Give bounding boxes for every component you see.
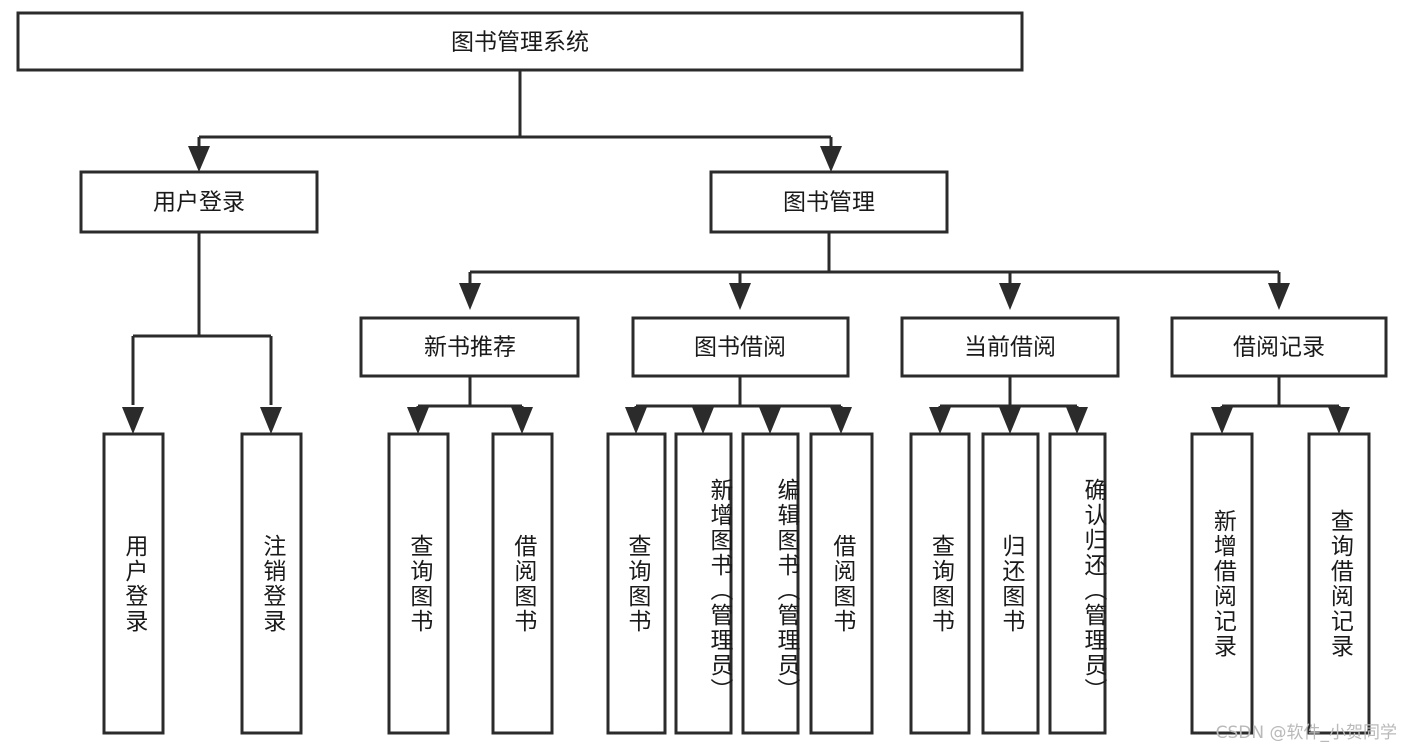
- node-root[interactable]: 图书管理系统: [16, 11, 1024, 72]
- leaf-rect: [1048, 432, 1107, 735]
- node-user-login[interactable]: 用户登录: [79, 170, 319, 234]
- connector-bookmanage-to-level2: [459, 232, 1290, 310]
- node-book-borrow-label: 图书借阅: [694, 335, 786, 361]
- leaf-rects-borrow-record: [1190, 432, 1371, 735]
- leaf-rect: [102, 432, 165, 735]
- node-book-borrow[interactable]: 图书借阅: [631, 316, 850, 378]
- node-current-borrow[interactable]: 当前借阅: [900, 316, 1120, 378]
- leaf-rects-new-book-recommend: [387, 432, 554, 735]
- connector-newbook-to-leaves: [407, 376, 533, 434]
- leaf-rect: [240, 432, 303, 735]
- leaf-rect: [981, 432, 1040, 735]
- node-root-label: 图书管理系统: [451, 30, 589, 56]
- node-borrow-record[interactable]: 借阅记录: [1170, 316, 1388, 378]
- arrow-to-user-login: [188, 146, 210, 172]
- leaf-rect: [1190, 432, 1254, 735]
- leaf-rect: [741, 432, 800, 735]
- node-book-manage[interactable]: 图书管理: [709, 170, 949, 234]
- node-current-borrow-label: 当前借阅: [964, 335, 1056, 361]
- connector-root-to-level1: [188, 70, 842, 172]
- watermark: CSDN @软件_小贺同学: [1215, 723, 1397, 743]
- leaf-rect: [674, 432, 733, 735]
- connector-currentborrow-to-leaves: [929, 376, 1088, 434]
- leaf-rects-book-borrow: [606, 432, 874, 735]
- connector-bookborrow-to-leaves: [625, 376, 852, 434]
- connector-userlogin-to-leaves: [122, 232, 282, 434]
- leaf-rects-current-borrow: [909, 432, 1107, 735]
- leaf-rect: [1307, 432, 1371, 735]
- node-borrow-record-label: 借阅记录: [1233, 335, 1325, 361]
- leaf-rect: [809, 432, 874, 735]
- node-book-manage-label: 图书管理: [783, 190, 875, 216]
- leaf-rects-user-login: [102, 432, 303, 735]
- node-user-login-label: 用户登录: [153, 190, 245, 216]
- arrow-to-book-manage: [820, 146, 842, 172]
- leaf-rect: [387, 432, 450, 735]
- node-new-book-recommend[interactable]: 新书推荐: [359, 316, 580, 378]
- leaf-rect: [909, 432, 971, 735]
- node-new-book-recommend-label: 新书推荐: [424, 335, 516, 361]
- connector-borrowrecord-to-leaves: [1211, 376, 1350, 434]
- leaf-rect: [606, 432, 667, 735]
- leaf-rect: [491, 432, 554, 735]
